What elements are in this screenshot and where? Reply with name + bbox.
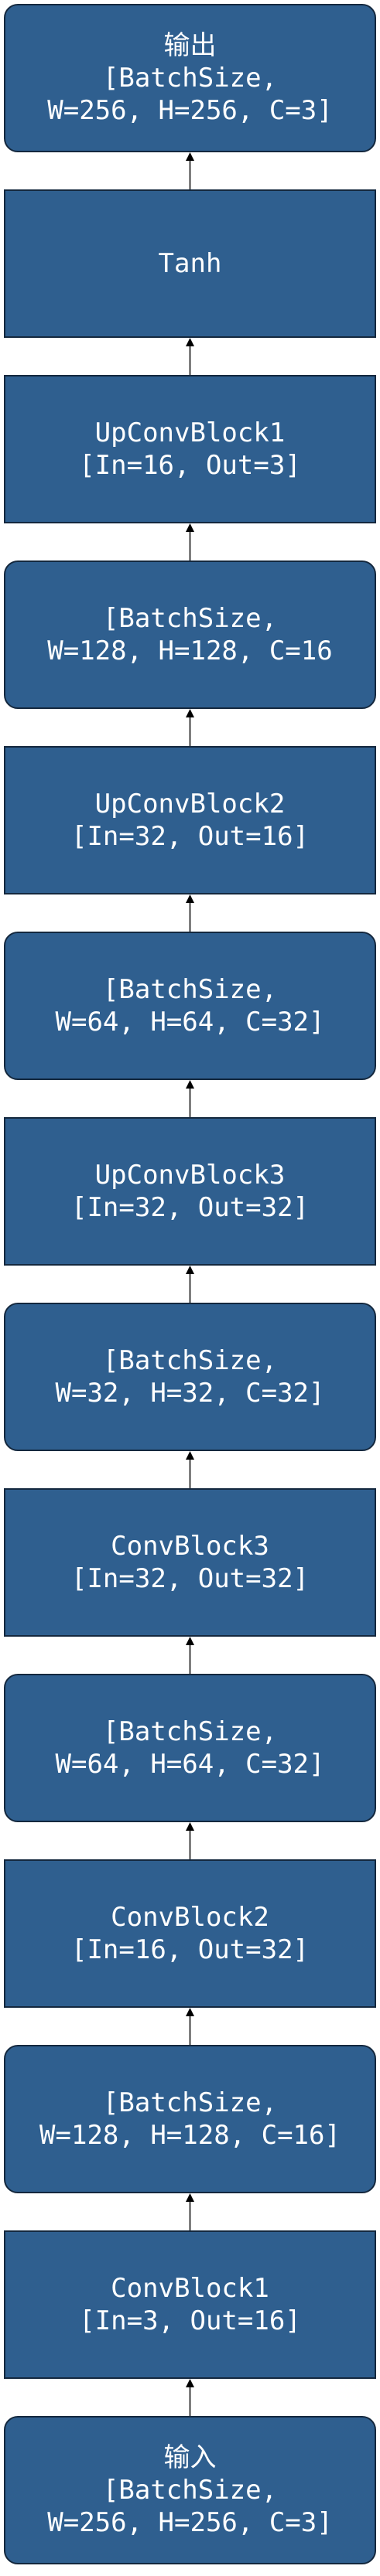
node-label-tensor-64-32-b: [BatchSize, W=64, H=64, C=32] [55, 1716, 325, 1780]
arrow-tensor-128-16-b-to-convblock2 [186, 2008, 194, 2045]
arrow-convblock1-to-tensor-128-16-b [186, 2193, 194, 2230]
arrow-input-to-convblock1 [186, 2379, 194, 2416]
arrow-head [186, 1637, 194, 1645]
node-convblock1: ConvBlock1 [In=3, Out=16] [4, 2230, 376, 2379]
node-tensor-64-32-a: [BatchSize, W=64, H=64, C=32] [4, 932, 376, 1080]
node-tensor-32-32: [BatchSize, W=32, H=32, C=32] [4, 1303, 376, 1451]
node-label-upconvblock1: UpConvBlock1 [In=16, Out=3] [79, 417, 301, 481]
node-label-upconvblock2: UpConvBlock2 [In=32, Out=16] [70, 789, 310, 852]
arrow-upconvblock1-to-tanh [186, 338, 194, 375]
node-input: 输入 [BatchSize, W=256, H=256, C=3] [4, 2416, 376, 2564]
node-tanh: Tanh [4, 189, 376, 338]
node-upconvblock2: UpConvBlock2 [In=32, Out=16] [4, 746, 376, 894]
node-label-convblock1: ConvBlock1 [In=3, Out=16] [79, 2273, 301, 2336]
arrow-head [186, 152, 194, 161]
node-label-output: 输出 [BatchSize, W=256, H=256, C=3] [47, 30, 333, 126]
arrow-tensor-64-32-b-to-convblock3 [186, 1637, 194, 1674]
node-label-tensor-128-16-a: [BatchSize, W=128, H=128, C=16 [47, 603, 333, 666]
node-label-convblock3: ConvBlock3 [In=32, Out=32] [70, 1531, 310, 1594]
node-convblock2: ConvBlock2 [In=16, Out=32] [4, 1859, 376, 2008]
arrow-head [186, 2193, 194, 2202]
node-output: 输出 [BatchSize, W=256, H=256, C=3] [4, 4, 376, 152]
node-tensor-64-32-b: [BatchSize, W=64, H=64, C=32] [4, 1674, 376, 1822]
arrow-head [186, 709, 194, 717]
arrow-tanh-to-output [186, 152, 194, 189]
arrow-convblock2-to-tensor-64-32-b [186, 1822, 194, 1859]
arrow-head [186, 338, 194, 346]
node-label-tensor-128-16-b: [BatchSize, W=128, H=128, C=16] [39, 2087, 341, 2151]
arrow-convblock3-to-tensor-32-32 [186, 1451, 194, 1488]
arrow-tensor-64-32-a-to-upconvblock2 [186, 894, 194, 932]
node-label-tensor-32-32: [BatchSize, W=32, H=32, C=32] [55, 1345, 325, 1409]
node-tensor-128-16-a: [BatchSize, W=128, H=128, C=16 [4, 561, 376, 709]
arrow-head [186, 2379, 194, 2387]
node-tensor-128-16-b: [BatchSize, W=128, H=128, C=16] [4, 2045, 376, 2193]
arrow-head [186, 523, 194, 532]
node-upconvblock3: UpConvBlock3 [In=32, Out=32] [4, 1117, 376, 1266]
arrow-upconvblock2-to-tensor-128-16-a [186, 709, 194, 746]
node-label-convblock2: ConvBlock2 [In=16, Out=32] [70, 1902, 310, 1965]
node-label-tanh: Tanh [158, 248, 222, 279]
arrow-head [186, 894, 194, 903]
arrow-head [186, 2008, 194, 2016]
node-convblock3: ConvBlock3 [In=32, Out=32] [4, 1488, 376, 1637]
node-label-tensor-64-32-a: [BatchSize, W=64, H=64, C=32] [55, 974, 325, 1038]
node-label-input: 输入 [BatchSize, W=256, H=256, C=3] [47, 2442, 333, 2538]
node-label-upconvblock3: UpConvBlock3 [In=32, Out=32] [70, 1160, 310, 1223]
arrow-tensor-32-32-to-upconvblock3 [186, 1266, 194, 1303]
arrow-head [186, 1451, 194, 1460]
arrow-head [186, 1266, 194, 1274]
arrow-head [186, 1822, 194, 1831]
node-upconvblock1: UpConvBlock1 [In=16, Out=3] [4, 375, 376, 523]
arrow-head [186, 1080, 194, 1089]
arrow-upconvblock3-to-tensor-64-32-a [186, 1080, 194, 1117]
arrow-tensor-128-16-a-to-upconvblock1 [186, 523, 194, 561]
